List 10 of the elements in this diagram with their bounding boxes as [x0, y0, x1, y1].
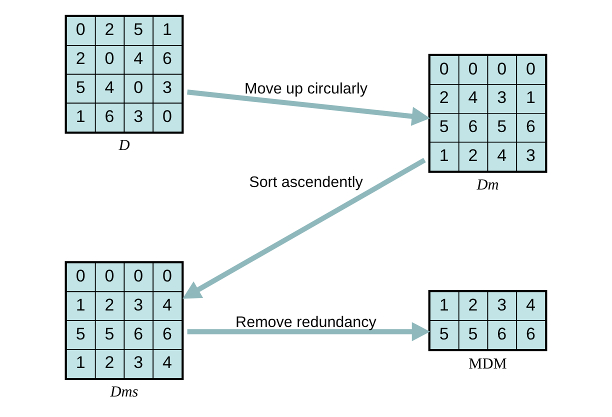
node-label: D — [118, 137, 130, 154]
arrow — [182, 158, 426, 299]
node-label: Dms — [110, 384, 138, 401]
edge-label: Remove redundancy — [236, 314, 376, 331]
edge-label: Sort ascendently — [249, 174, 363, 191]
node-label: MDM — [468, 356, 507, 373]
edge-label: Move up circularly — [244, 80, 368, 98]
node-label: Dm — [476, 176, 499, 194]
arrow — [187, 90, 430, 126]
arrow — [187, 322, 430, 342]
